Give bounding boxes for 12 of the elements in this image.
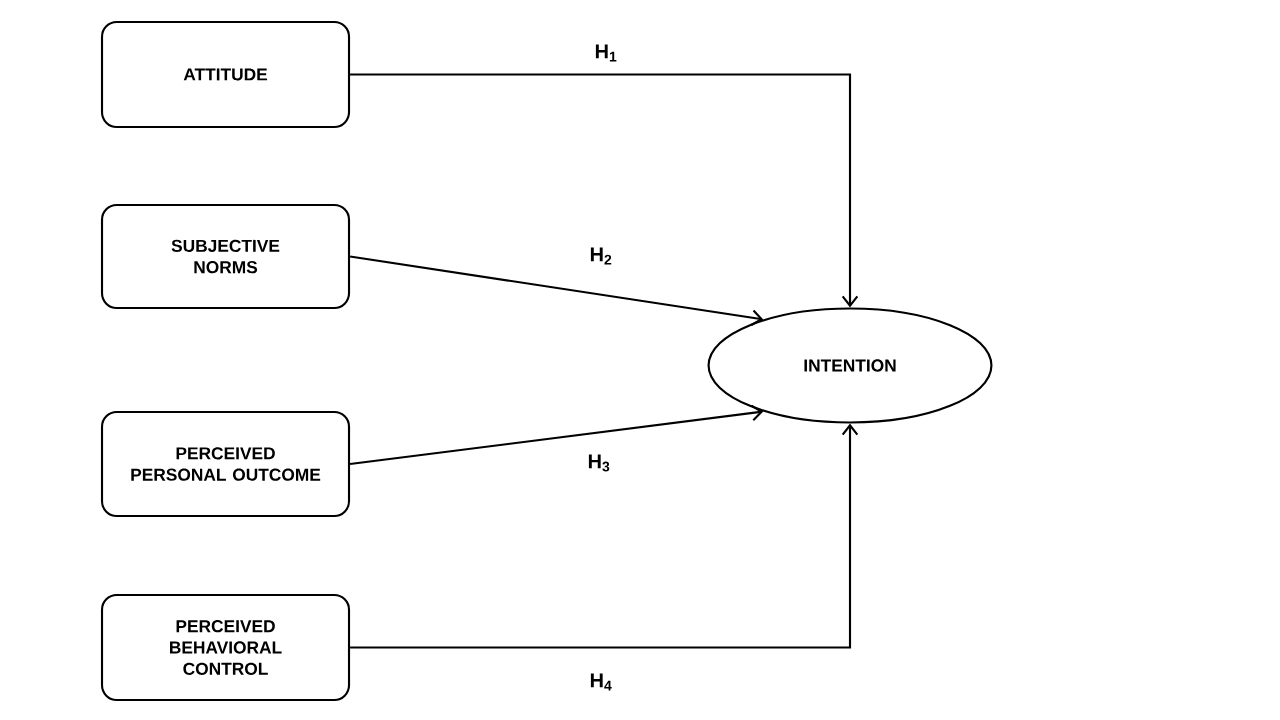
concept-box: PERCEIVED PERSONAL OUTCOME <box>100 410 351 518</box>
concept-box: SUBJECTIVE NORMS <box>100 203 351 310</box>
arrow <box>350 423 859 649</box>
concept-box: PERCEIVED BEHAVIORAL CONTROL <box>100 593 351 702</box>
edge-label: H$_{1}$ <box>593 43 619 63</box>
edge-label: H$_{2}$ <box>588 246 614 266</box>
edge-label: H$_{4}$ <box>588 672 614 692</box>
edge-label: H$_{3}$ <box>586 453 612 473</box>
arrow <box>350 73 859 308</box>
concept-box: ATTITUDE <box>100 20 351 129</box>
arrow <box>349 255 764 326</box>
arrow <box>349 404 764 466</box>
